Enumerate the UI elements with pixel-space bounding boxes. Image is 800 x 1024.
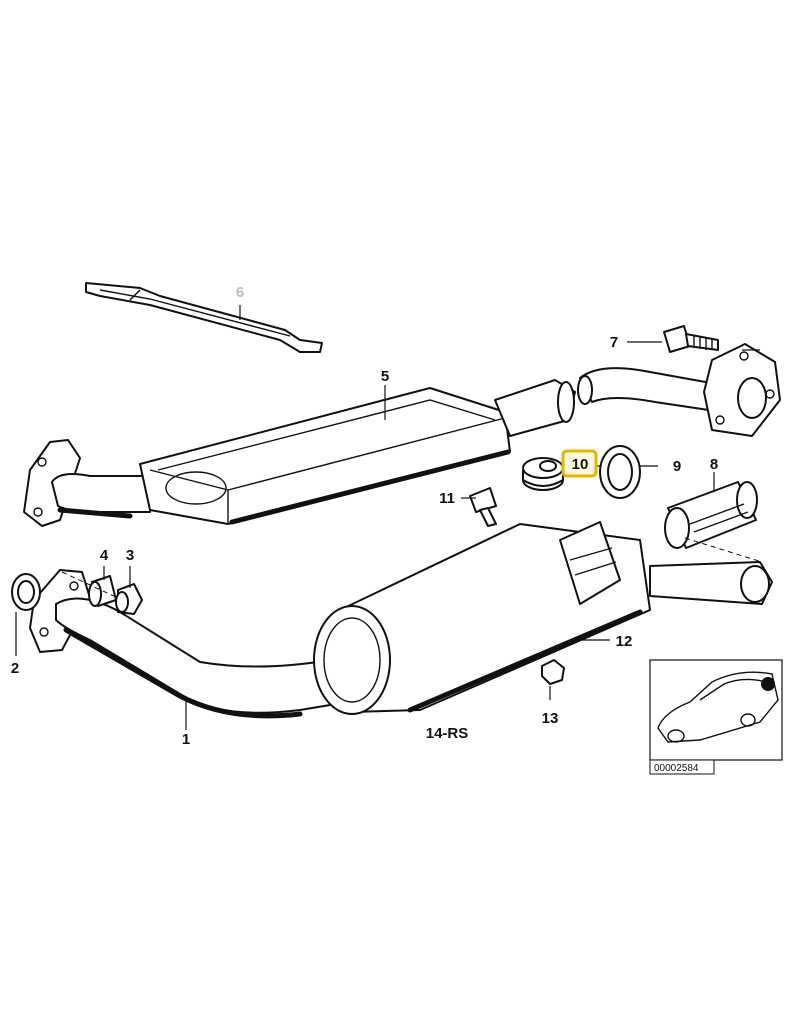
part-label-9: 9 — [673, 458, 681, 475]
part-label-12: 12 — [616, 633, 633, 650]
part-label-13: 13 — [542, 710, 559, 727]
variant-label: 14-RS — [426, 725, 469, 742]
part-label-1: 1 — [182, 731, 190, 748]
diagram-reference-number: 00002584 — [654, 763, 699, 774]
gasket-part-2[interactable] — [11, 573, 41, 611]
part-label-3: 3 — [126, 547, 134, 564]
part-label-5: 5 — [381, 368, 389, 385]
rubber-mount-part-10[interactable] — [522, 457, 564, 491]
part-label-11: 11 — [439, 490, 455, 507]
part-label-4: 4 — [100, 547, 109, 564]
middle-silencer-part-5[interactable] — [23, 379, 576, 527]
sleeve-part-4[interactable] — [88, 575, 117, 607]
exhaust-location-marker — [761, 677, 775, 691]
car-icon — [657, 671, 779, 743]
highlighted-part-badge[interactable]: 10 — [561, 449, 598, 478]
nut-part-3[interactable] — [115, 583, 143, 615]
part-label-2: 2 — [11, 660, 19, 677]
rear-connecting-pipe[interactable] — [577, 343, 781, 437]
bolt-part-7[interactable] — [663, 325, 719, 353]
leader-lines — [15, 305, 760, 730]
sleeve-pipe-part-8[interactable] — [664, 481, 758, 549]
heat-shield-part-6[interactable] — [85, 282, 323, 353]
rear-silencer-part-1[interactable] — [29, 521, 773, 719]
part-label-8: 8 — [710, 456, 718, 473]
part-label-6: 6 — [236, 284, 244, 301]
car-location-inset: 00002584 — [649, 659, 783, 775]
part-label-7: 7 — [610, 334, 618, 351]
bolt-part-11[interactable] — [469, 487, 497, 527]
nut-part-13[interactable] — [541, 659, 565, 685]
part-label-10: 10 — [572, 456, 589, 473]
gasket-ring-part-9[interactable] — [599, 445, 641, 499]
